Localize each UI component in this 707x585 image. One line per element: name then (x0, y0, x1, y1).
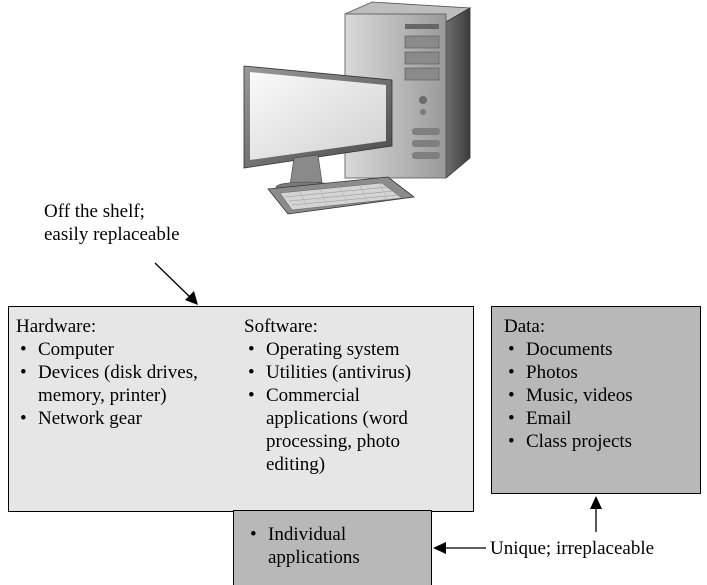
data-box: Data: Documents Photos Music, videos Ema… (491, 306, 701, 494)
arrow-to-individual (433, 542, 486, 554)
list-item: Photos (504, 361, 694, 384)
monitor-icon (243, 65, 393, 193)
individual-list: Individual applications (246, 523, 406, 569)
arrow-to-data (590, 496, 602, 532)
replaceable-label-line-2: easily replaceable (44, 224, 180, 245)
list-item: Devices (disk drives, memory, printer) (16, 361, 208, 407)
list-item: Documents (504, 338, 694, 361)
list-item: Network gear (16, 407, 228, 430)
software-list: Operating system Utilities (antivirus) C… (244, 338, 468, 476)
list-item: Computer (16, 338, 228, 361)
hardware-title: Hardware: (16, 316, 97, 337)
irreplaceable-label: Unique; irreplaceable (490, 538, 655, 559)
hardware-software-box: Hardware: Computer Devices (disk drives,… (8, 306, 474, 512)
data-list: Documents Photos Music, videos Email Cla… (504, 338, 694, 453)
data-title: Data: (504, 316, 546, 337)
list-item: Individual applications (246, 523, 378, 569)
replaceable-label-line-1: Off the shelf; (44, 201, 145, 222)
arrow-to-hardware (154, 262, 198, 305)
keyboard-icon (267, 176, 416, 215)
software-column: Software: Operating system Utilities (an… (244, 315, 468, 476)
hardware-list: Computer Devices (disk drives, memory, p… (16, 338, 228, 430)
list-item: Commercial applications (word processing… (244, 384, 444, 476)
replaceable-label: Off the shelf; easily replaceable (44, 200, 180, 246)
individual-applications-box: Individual applications (233, 510, 432, 585)
list-item: Operating system (244, 338, 468, 361)
individual-column: Individual applications (246, 523, 406, 569)
list-item: Class projects (504, 430, 694, 453)
list-item: Music, videos (504, 384, 694, 407)
list-item: Utilities (antivirus) (244, 361, 468, 384)
list-item: Email (504, 407, 694, 430)
software-title: Software: (244, 316, 318, 337)
data-column: Data: Documents Photos Music, videos Ema… (504, 315, 694, 453)
hardware-column: Hardware: Computer Devices (disk drives,… (16, 315, 228, 430)
